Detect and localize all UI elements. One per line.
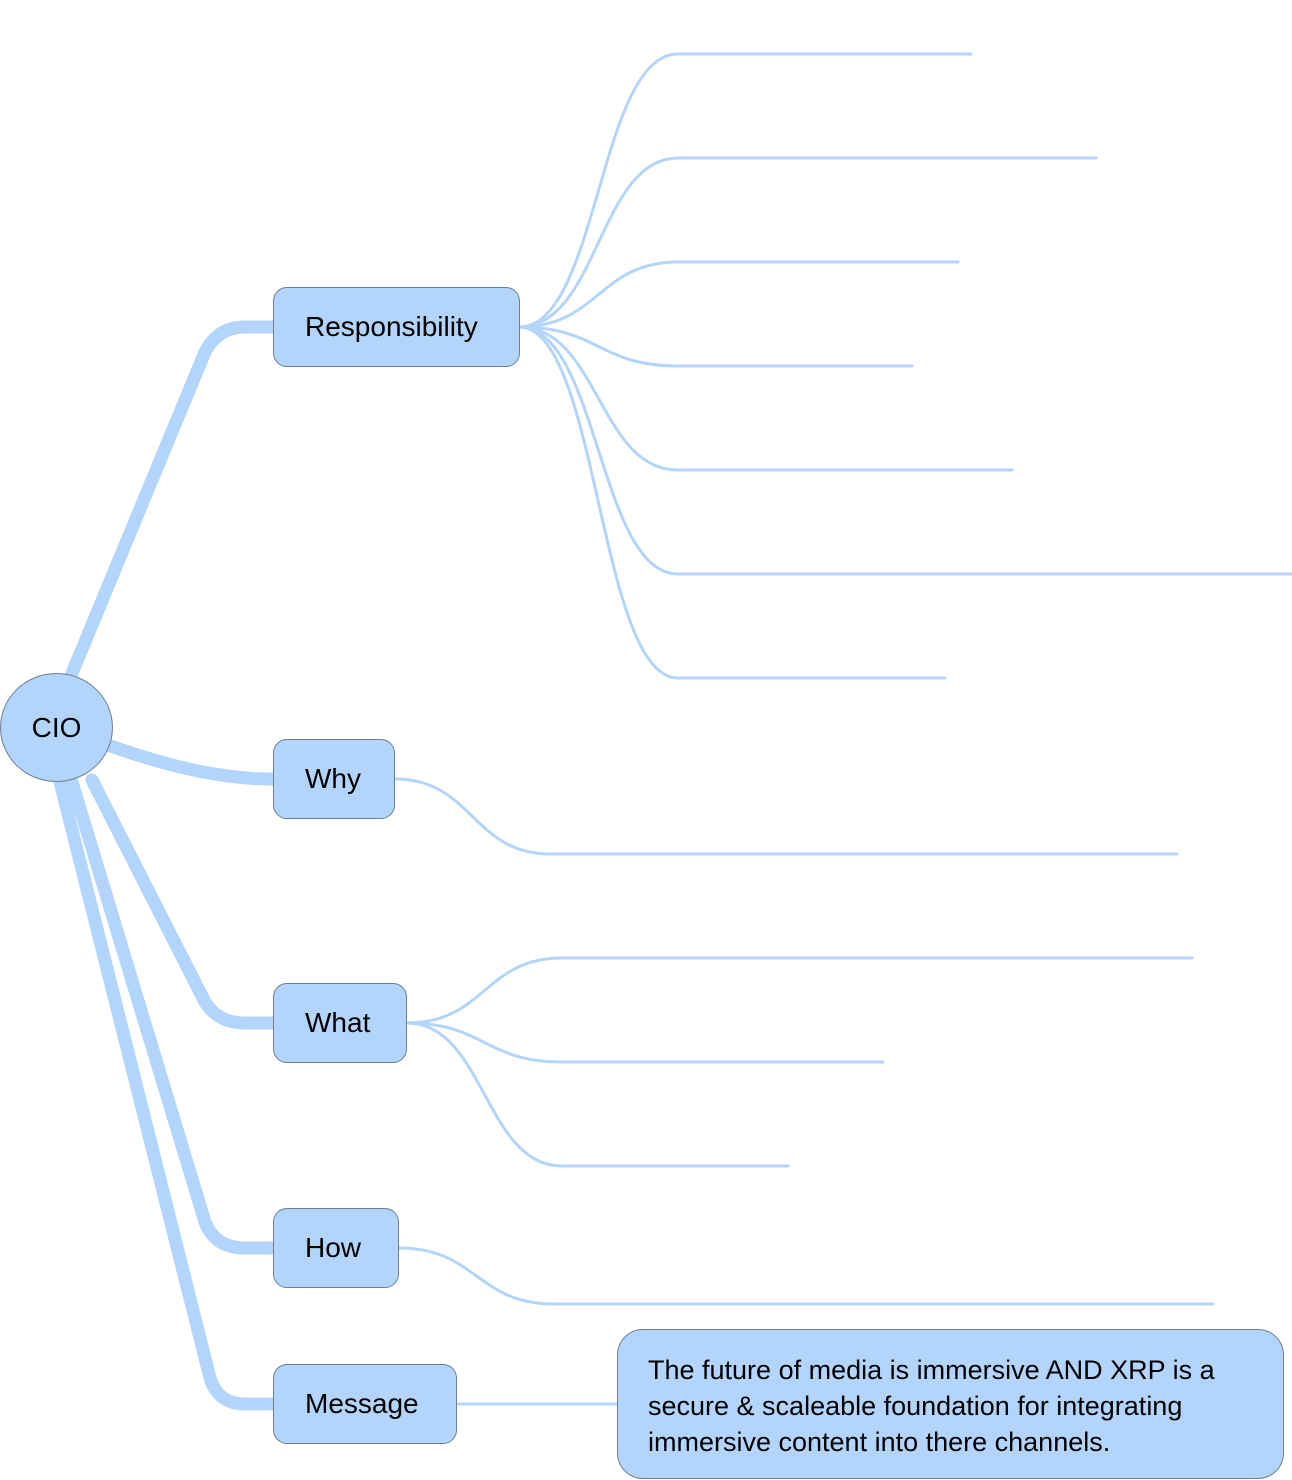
message-note-text: The future of media is immersive AND XRP… <box>648 1355 1215 1457</box>
topic-label: Responsibility <box>305 311 478 342</box>
trunk-responsibility <box>63 320 282 685</box>
responsibility-leaf-3 <box>517 260 960 329</box>
topic-label: Message <box>305 1388 419 1419</box>
trunk-message <box>53 775 282 1411</box>
topic-why[interactable]: Why <box>273 739 395 819</box>
topic-message[interactable]: Message <box>273 1364 457 1444</box>
topic-label: What <box>305 1007 371 1038</box>
root-node-cio[interactable]: CIO <box>0 673 113 782</box>
why-leaf-1 <box>393 777 1179 856</box>
topic-label: How <box>305 1232 362 1263</box>
responsibility-leaf-2 <box>517 156 1098 329</box>
what-leaf-2 <box>405 1021 885 1064</box>
topic-how[interactable]: How <box>273 1208 399 1288</box>
trunk-branches <box>53 320 282 1411</box>
trunk-why <box>101 738 282 786</box>
topic-what[interactable]: What <box>273 983 407 1063</box>
responsibility-leaf-7 <box>517 325 947 680</box>
what-leaf-3 <box>405 1021 790 1168</box>
responsibility-leaf-4 <box>517 325 914 368</box>
topic-label: Why <box>305 763 361 794</box>
topic-responsibility[interactable]: Responsibility <box>273 287 520 367</box>
how-leaf-1 <box>397 1246 1215 1306</box>
message-note[interactable]: The future of media is immersive AND XRP… <box>617 1329 1284 1479</box>
leaf-branches <box>393 52 1292 1406</box>
what-leaf-1 <box>405 956 1194 1025</box>
root-label: CIO <box>31 711 82 743</box>
trunk-what <box>85 773 282 1030</box>
responsibility-leaf-1 <box>517 52 973 329</box>
responsibility-leaf-5 <box>517 325 1014 472</box>
trunk-how <box>65 775 282 1255</box>
responsibility-leaf-6 <box>517 325 1292 576</box>
